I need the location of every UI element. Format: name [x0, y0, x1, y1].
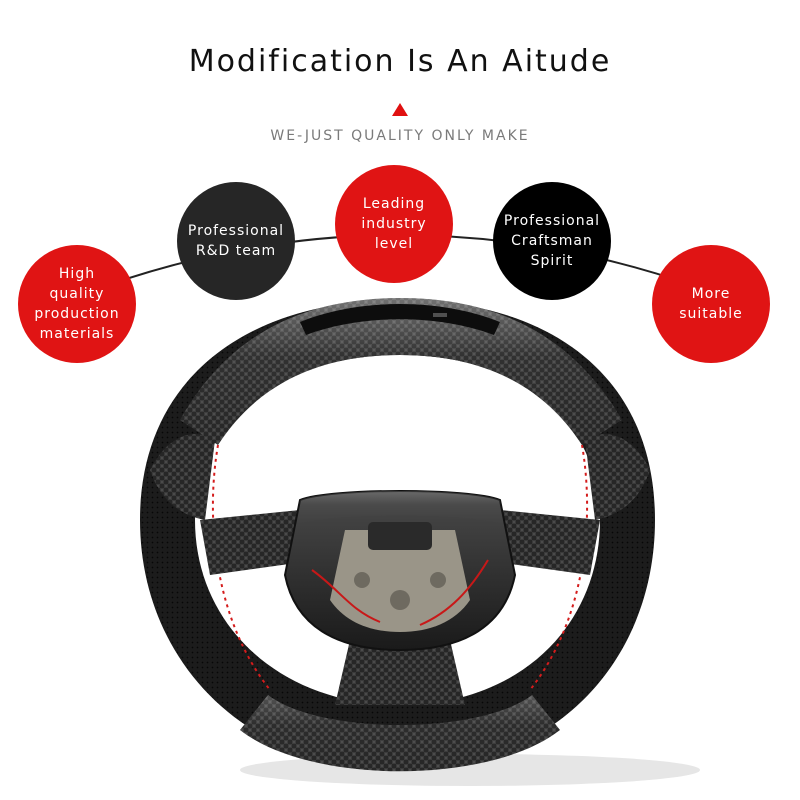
page-title: Modification Is An Aitude — [188, 44, 612, 79]
feature-label: Leading industry level — [361, 196, 427, 252]
feature-label: Professional Craftsman Spirit — [503, 213, 601, 269]
feature-bubble-rnd-team: Professional R&D team — [177, 182, 295, 300]
feature-bubble-craftsman-spirit: Professional Craftsman Spirit — [493, 182, 611, 300]
page-subtitle: WE-JUST QUALITY ONLY MAKE — [270, 128, 530, 144]
feature-bubble-industry-level: Leading industry level — [335, 165, 453, 283]
feature-label: Professional R&D team — [187, 223, 285, 259]
feature-bubble-materials: High quality production materials — [18, 245, 136, 363]
feature-label: More suitable — [679, 286, 743, 322]
red-triangle-icon — [392, 103, 408, 116]
feature-bubble-more-suitable: More suitable — [652, 245, 770, 363]
feature-label: High quality production materials — [34, 266, 120, 342]
